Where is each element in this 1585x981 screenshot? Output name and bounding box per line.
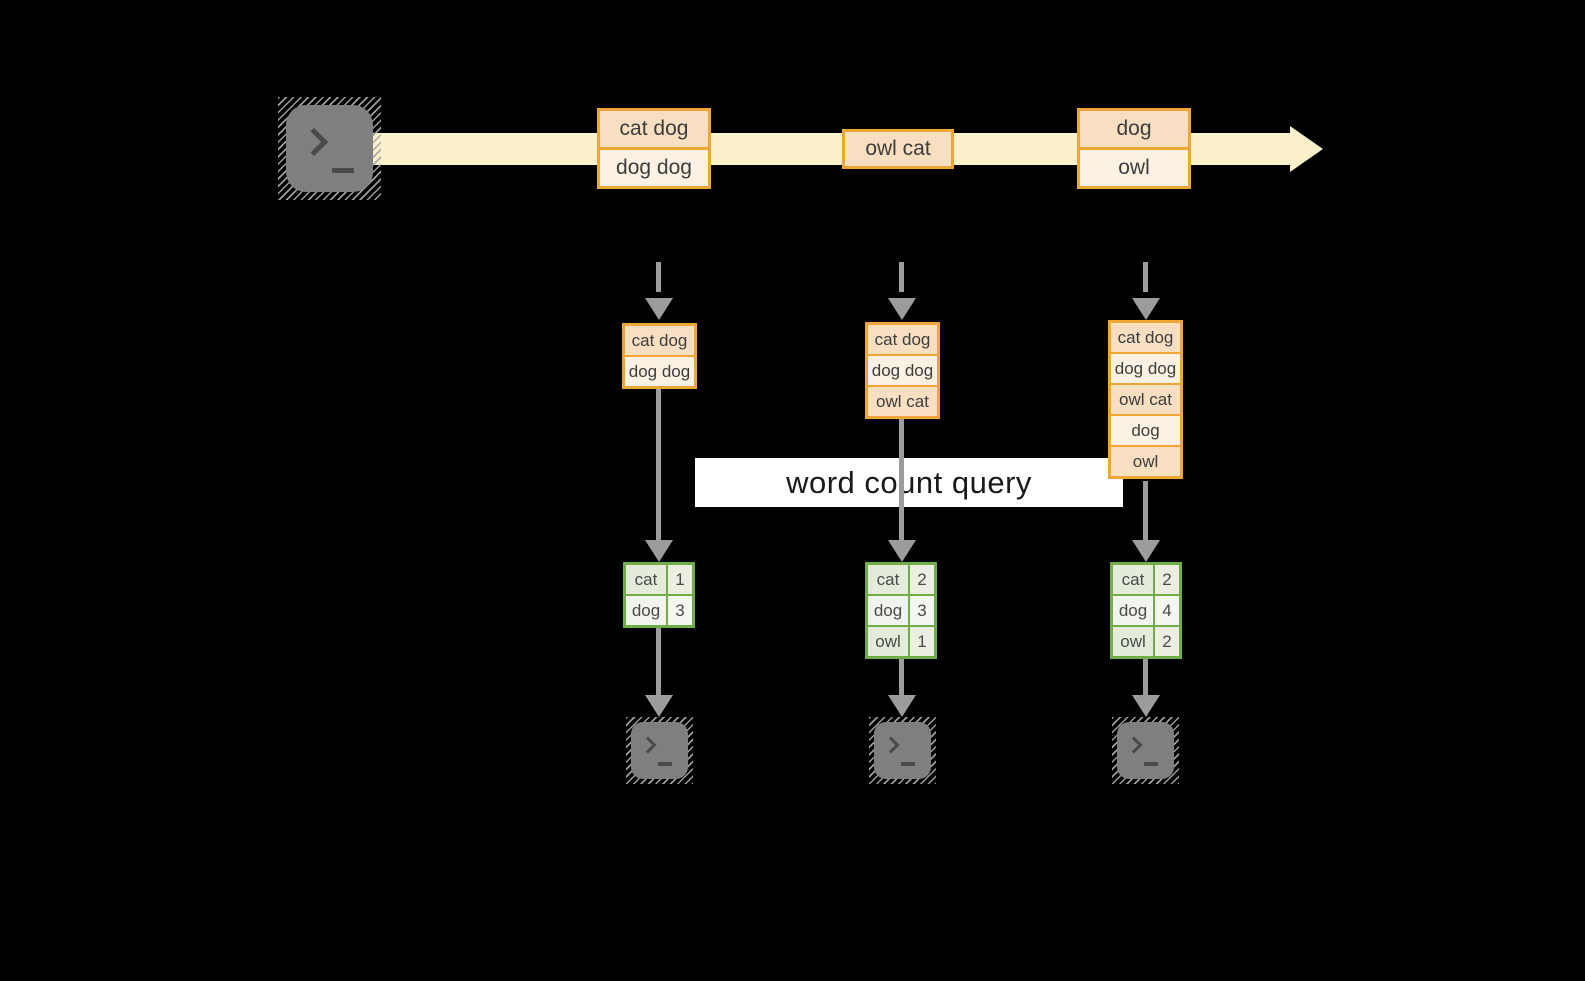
input-state-line: dog dog	[625, 355, 694, 386]
prompt-chevron-icon	[1125, 736, 1143, 754]
sink-terminal-icon	[1112, 717, 1179, 784]
sink-terminal-icon	[626, 717, 693, 784]
prompt-chevron-icon	[299, 127, 329, 157]
prompt-underscore-icon	[1144, 762, 1158, 766]
output-arrow-head-icon	[888, 695, 916, 717]
terminal-screen	[631, 722, 688, 779]
output-arrow-head-icon	[1132, 695, 1160, 717]
word-cell: cat	[1113, 565, 1153, 594]
input-state-line: dog dog	[1111, 352, 1180, 383]
input-state-box: cat dog dog dog	[622, 323, 697, 389]
output-arrow-head-icon	[645, 695, 673, 717]
terminal-screen	[286, 105, 373, 192]
query-arrow-head-icon	[645, 540, 673, 562]
terminal-screen	[874, 722, 931, 779]
output-arrow-line	[656, 628, 661, 695]
stream-event-line: cat dog	[600, 111, 708, 147]
prompt-chevron-icon	[882, 736, 900, 754]
query-label: word count query	[786, 464, 1032, 500]
output-arrow-line	[899, 659, 904, 695]
count-cell: 2	[1155, 565, 1179, 594]
input-state-box: cat dog dog dog owl cat dog owl	[1108, 320, 1183, 479]
word-count-table: cat 2 dog 3 owl 1	[865, 562, 937, 659]
input-state-line: dog	[1111, 414, 1180, 445]
count-cell: 1	[910, 627, 934, 656]
word-cell: dog	[626, 596, 666, 625]
input-state-line: cat dog	[625, 326, 694, 355]
query-arrow-head-icon	[1132, 540, 1160, 562]
word-cell: owl	[1113, 627, 1153, 656]
input-state-line: dog dog	[868, 354, 937, 385]
trigger-arrow-head-icon	[1132, 298, 1160, 320]
prompt-underscore-icon	[658, 762, 672, 766]
count-cell: 3	[668, 596, 692, 625]
trigger-arrow-head-icon	[645, 298, 673, 320]
sink-terminal-icon	[869, 717, 936, 784]
query-arrow-line	[656, 389, 661, 540]
word-cell: dog	[868, 596, 908, 625]
stream-event-line: dog	[1080, 111, 1188, 147]
input-state-line: cat dog	[868, 325, 937, 354]
word-count-table: cat 2 dog 4 owl 2	[1110, 562, 1182, 659]
prompt-underscore-icon	[901, 762, 915, 766]
trigger-arrow-dash	[899, 262, 904, 292]
prompt-chevron-icon	[639, 736, 657, 754]
input-state-box: cat dog dog dog owl cat	[865, 322, 940, 419]
trigger-arrow-dash	[656, 262, 661, 292]
count-cell: 4	[1155, 596, 1179, 625]
output-arrow-line	[1143, 659, 1148, 695]
trigger-arrow-dash	[1143, 262, 1148, 292]
stream-event-line: dog dog	[600, 147, 708, 186]
word-cell: cat	[868, 565, 908, 594]
trigger-arrow-head-icon	[888, 298, 916, 320]
word-cell: dog	[1113, 596, 1153, 625]
query-arrow-head-icon	[888, 540, 916, 562]
stream-event-box: dog owl	[1077, 108, 1191, 189]
input-state-line: owl cat	[1111, 383, 1180, 414]
count-cell: 3	[910, 596, 934, 625]
source-terminal-icon	[278, 97, 381, 200]
count-cell: 2	[1155, 627, 1179, 656]
stream-event-line: owl	[1080, 147, 1188, 186]
input-state-line: owl	[1111, 445, 1180, 476]
input-state-line: owl cat	[868, 385, 937, 416]
input-state-line: cat dog	[1111, 323, 1180, 352]
terminal-screen	[1117, 722, 1174, 779]
stream-arrow-head-icon	[1290, 126, 1323, 172]
stream-event-box: cat dog dog dog	[597, 108, 711, 189]
word-cell: cat	[626, 565, 666, 594]
count-cell: 2	[910, 565, 934, 594]
query-arrow-line	[899, 419, 904, 540]
query-arrow-line	[1143, 481, 1148, 540]
word-count-table: cat 1 dog 3	[623, 562, 695, 628]
word-cell: owl	[868, 627, 908, 656]
stream-event-line: owl cat	[845, 132, 951, 166]
prompt-underscore-icon	[332, 168, 354, 173]
stream-event-box: owl cat	[842, 129, 954, 169]
query-label-band: word count query	[695, 458, 1123, 507]
count-cell: 1	[668, 565, 692, 594]
